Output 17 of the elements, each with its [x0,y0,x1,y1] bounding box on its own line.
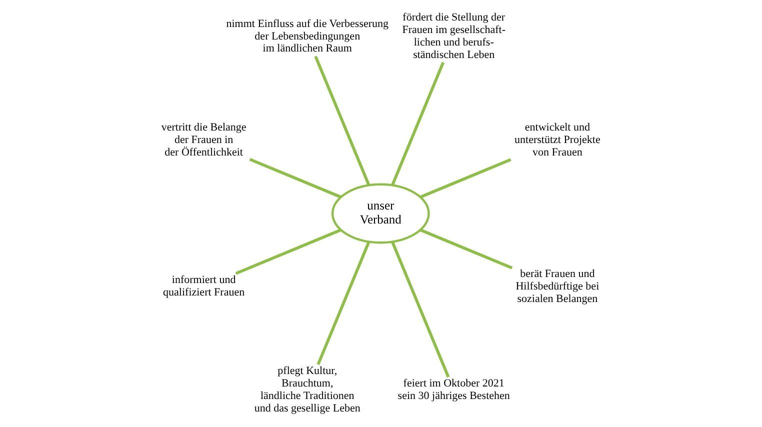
connector [390,241,450,378]
connector [316,241,370,366]
node-text: informiert und qualifiziert Frauen [163,274,245,299]
node-text: nimmt Einfluss auf die Verbesserung der Lebensbedingungen im ländlichen Raum [226,18,389,55]
node-text: berät Frauen und Hilfsbedürftige bei sozialen Belangen [516,268,600,305]
connector [420,228,513,270]
connector [314,56,370,186]
connector [235,228,342,275]
connector [390,62,445,186]
node-text: pflegt Kultur, Brauchtum, ländliche Traditionen und das gesellige Leben [254,365,360,415]
node-ellipse: unser Verband [331,183,430,244]
node-text: vertritt die Belange der Frauen in der Öffentlichkeit [161,121,246,158]
connector [249,158,342,198]
node-text: fördert die Stellung der Frauen im gesellschaft- lichen und berufs- ständischen Leben [402,12,506,61]
node-text: feiert im Oktober 2021 sein 30 jähriges Bestehen [398,378,510,402]
node-text: entwickelt und unterstützt Projekte von Frauen [514,121,600,158]
connector [420,158,512,198]
